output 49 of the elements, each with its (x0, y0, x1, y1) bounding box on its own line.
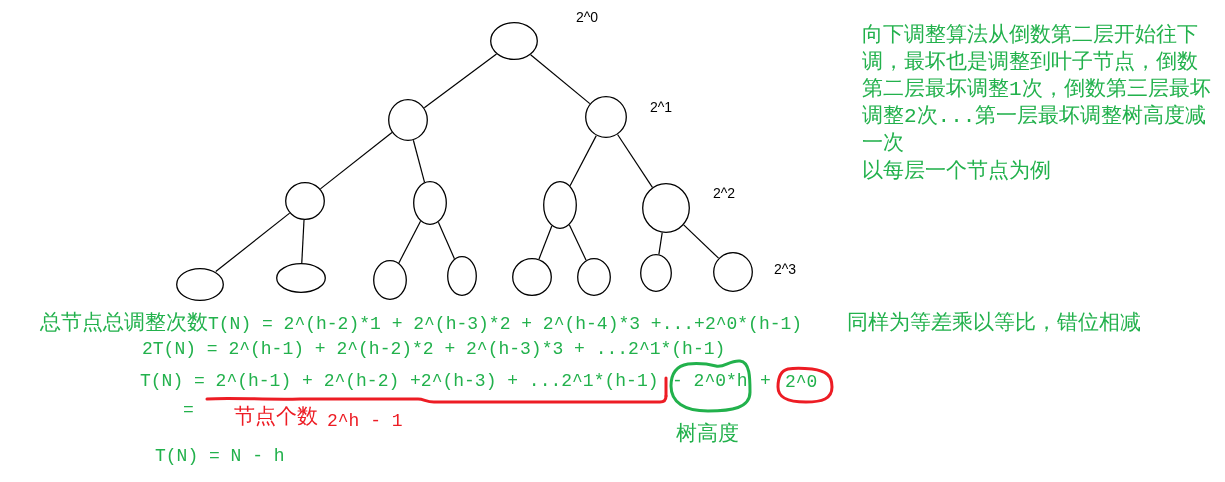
tree-node-ellipse (543, 181, 577, 229)
tree-edge-line (437, 221, 456, 260)
explanation-text: 向下调整算法从倒数第二层开始往下调，最坏也是调整到叶子节点，倒数第二层最坏调整1次，倒数第三层最坏调整2次...第一层最坏调整树高度减一次 (862, 22, 1212, 157)
tree-node-ellipse (285, 182, 325, 220)
tree-edge-line (412, 139, 426, 183)
explanation-text: 以每层一个节点为例 (862, 158, 1052, 185)
formula-text: = (183, 399, 194, 421)
tree-edge-line (569, 135, 597, 187)
tree-node-ellipse (642, 183, 690, 233)
formula-text: 同样为等差乘以等比，错位相减 (847, 311, 1141, 335)
tree-edge-line (538, 225, 553, 260)
tree-node-ellipse (276, 263, 326, 293)
tree-node-ellipse (640, 254, 672, 292)
tree-edge-line (423, 53, 498, 109)
level-count-label: 2^1 (650, 99, 673, 115)
tree-edge-line (568, 224, 587, 261)
formula-text: T(N) = 2^(h-1) + 2^(h-2) +2^(h-3) + ...2^1*(h-1) (140, 370, 659, 392)
hand-drawn-loop (776, 365, 834, 404)
annotation-text: 树高度 (676, 422, 739, 446)
level-count-label: 2^0 (576, 9, 599, 25)
tree-edge-line (616, 133, 653, 188)
tree-node-ellipse (176, 267, 224, 301)
hand-drawn-loop (668, 358, 754, 414)
tree-node-ellipse (713, 252, 753, 292)
formula-text: 总节点总调整次数T(N) = 2^(h-2)*1 + 2^(h-3)*2 + 2^(h-4)*3 +...+2^0*(h-1) (40, 311, 803, 335)
formula-text: + (760, 370, 771, 392)
annotation-text: 节点个数 (234, 405, 318, 429)
tree-edge-line (301, 219, 305, 264)
formula-text: 2T(N) = 2^(h-1) + 2^(h-2)*2 + 2^(h-3)*3 + ...2^1*(h-1) (142, 338, 726, 360)
tree-node-ellipse (577, 258, 611, 296)
tree-edge-line (319, 132, 393, 190)
tree-node-ellipse (585, 96, 627, 138)
tree-node-ellipse (388, 99, 428, 141)
tree-node-ellipse (413, 181, 447, 225)
level-count-label: 2^2 (713, 185, 736, 201)
tree-edge-line (658, 232, 663, 255)
formula-term: 2^0 (785, 371, 818, 393)
tree-node-ellipse (512, 258, 552, 296)
level-count-label: 2^3 (774, 261, 797, 277)
formula-term: - 2^0*h (672, 370, 748, 392)
tree-node-ellipse (373, 260, 407, 300)
tree-node-ellipse (490, 22, 538, 60)
tree-edge-line (398, 220, 422, 264)
tree-edge-line (683, 224, 720, 259)
tree-edge-line (215, 212, 291, 273)
annotation-text: 2^h - 1 (327, 410, 403, 432)
tree-edge-line (530, 54, 591, 105)
formula-text: T(N) = N - h (155, 445, 285, 467)
tree-node-ellipse (447, 256, 477, 296)
